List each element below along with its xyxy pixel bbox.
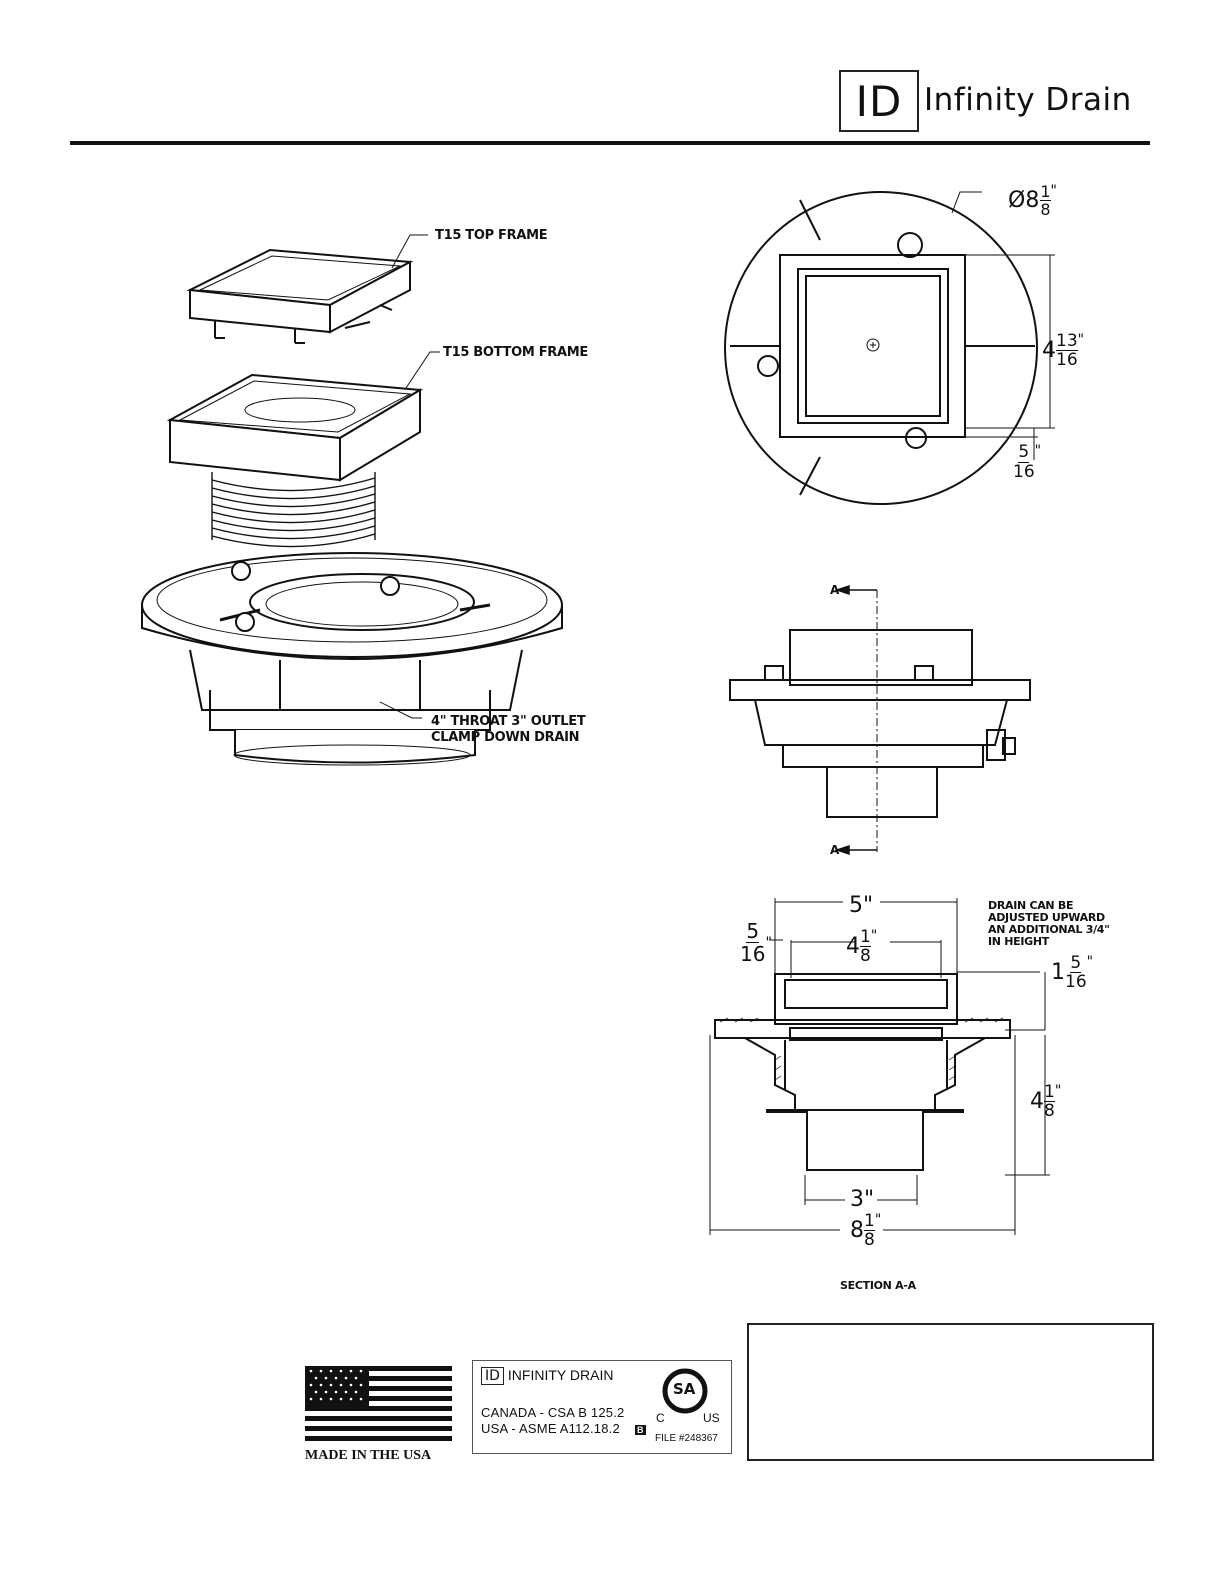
dim-frame-height-section: 1 5 16 ": [1051, 953, 1094, 992]
logo-mark: ID: [839, 70, 919, 132]
blank-info-box: [747, 1323, 1154, 1461]
adjustment-note: DRAIN CAN BE ADJUSTED UPWARD AN ADDITION…: [988, 899, 1110, 948]
section-marker-bottom: A: [830, 843, 840, 857]
side-view-drawing: [729, 584, 1031, 856]
dim-rim: 5 16 ": [740, 919, 772, 966]
dim-frame-height: 4 13 16 ": [1042, 331, 1085, 370]
dim-width-top: 5": [849, 893, 874, 918]
dim-body-height: 4 1 8 ": [1030, 1082, 1062, 1121]
cert-us-mark: US: [703, 1411, 720, 1425]
dim-outlet: 3": [850, 1187, 875, 1212]
cert-file-number: FILE #248367: [655, 1433, 718, 1444]
label-drain-line1: 4" THROAT 3" OUTLET: [431, 714, 586, 729]
csa-logo-icon: [662, 1368, 708, 1414]
dim-inner: 4 1 8 ": [846, 927, 878, 966]
header-rule: [70, 141, 1150, 145]
csa-logo-text: SA: [673, 1380, 696, 1398]
top-view-drawing: [724, 191, 1055, 505]
dim-offset: 5 16 ": [1013, 442, 1042, 482]
label-drain-line2: CLAMP DOWN DRAIN: [431, 730, 580, 745]
cert-c-mark: C: [656, 1411, 665, 1425]
cert-line-usa: USA - ASME A112.18.2: [481, 1421, 620, 1436]
section-marker-top: A: [830, 583, 840, 597]
dim-base: 8 1 8 ": [850, 1211, 882, 1250]
label-bottom-frame: T15 BOTTOM FRAME: [443, 345, 588, 360]
section-caption: SECTION A-A: [840, 1279, 916, 1292]
exploded-view-drawing: [141, 234, 563, 766]
label-top-frame: T15 TOP FRAME: [435, 228, 548, 243]
cert-b-mark: B: [635, 1425, 646, 1435]
made-in-usa-caption: MADE IN THE USA: [305, 1448, 432, 1463]
brand-name: Infinity Drain: [924, 82, 1132, 118]
cert-line-canada: CANADA - CSA B 125.2: [481, 1405, 625, 1420]
dim-diameter: Ø8 1 8 ": [1008, 182, 1057, 219]
section-view-drawing: [709, 898, 1050, 1235]
us-flag-icon: [305, 1366, 452, 1441]
